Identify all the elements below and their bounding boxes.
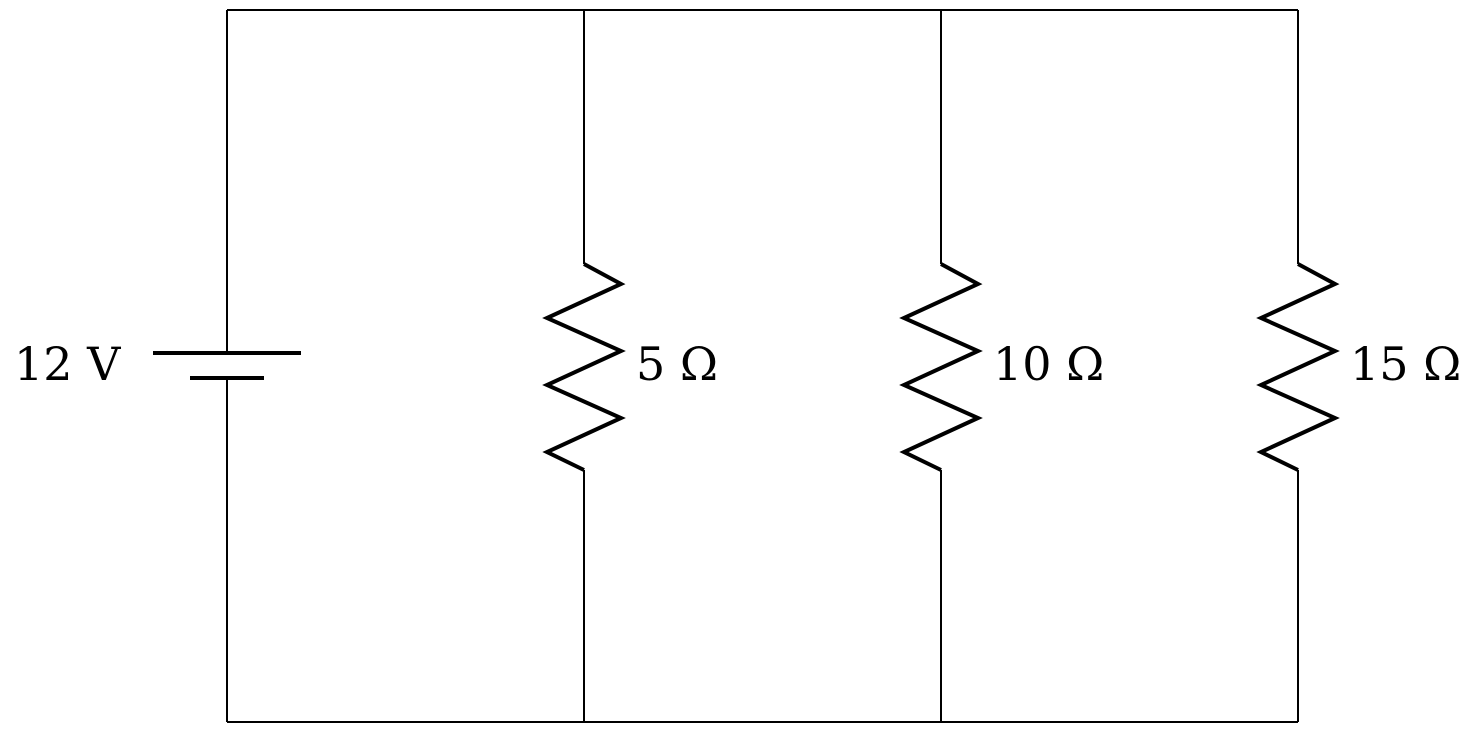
wires (226, 9, 1299, 723)
resistor-15-ohm (1256, 262, 1340, 472)
resistor-10-ohm (899, 262, 983, 472)
resistor-label: 5 Ω (636, 337, 718, 391)
battery-label: 12 V (14, 337, 121, 391)
resistor-label: 10 Ω (993, 337, 1104, 391)
resistors (542, 262, 1340, 472)
resistor-5-ohm (542, 262, 626, 472)
resistor-label: 15 Ω (1350, 337, 1461, 391)
battery (153, 351, 301, 380)
